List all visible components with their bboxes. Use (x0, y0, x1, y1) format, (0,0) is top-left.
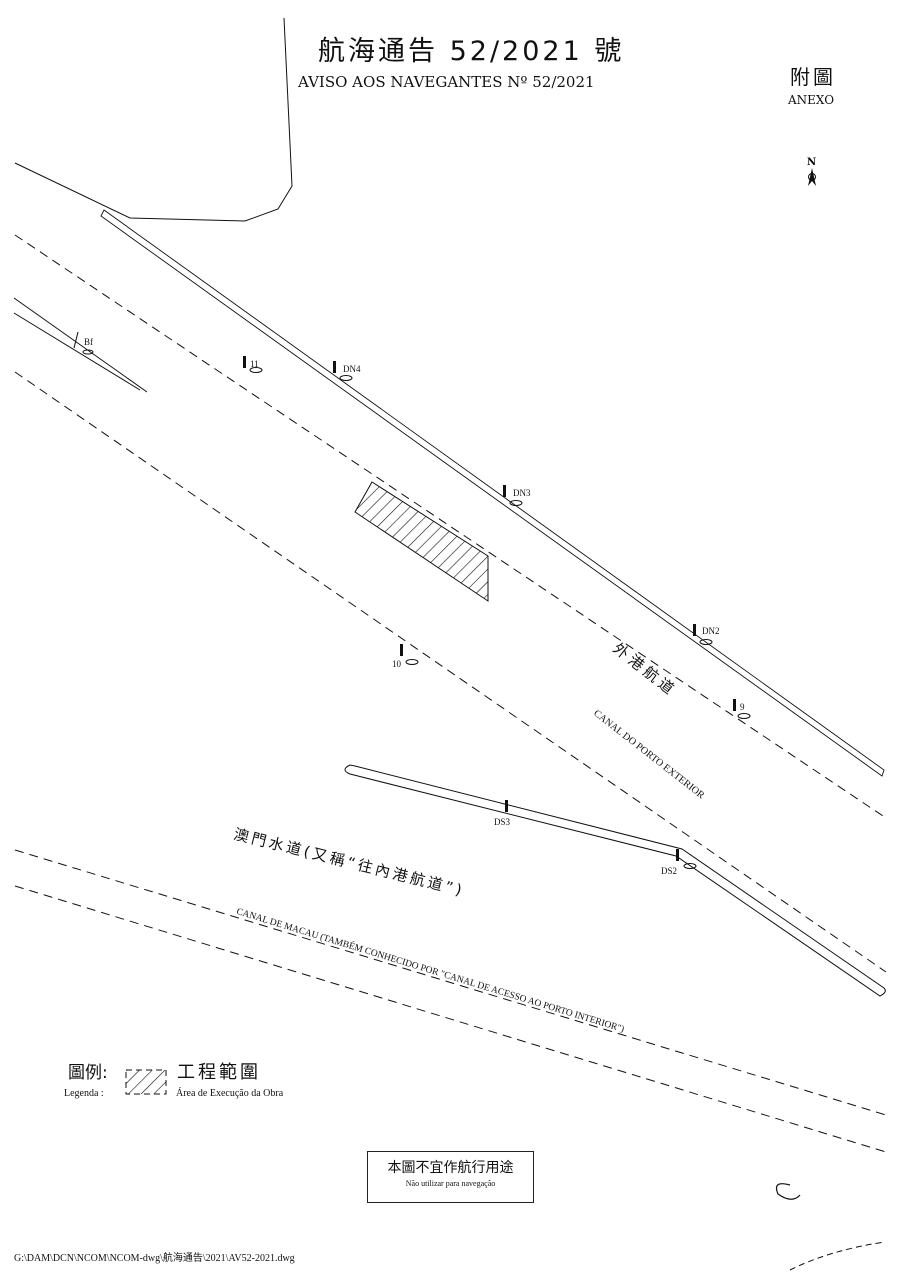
marker-label-dn2: DN2 (702, 626, 720, 636)
buoy-marker-ds3 (505, 800, 508, 812)
macau-channel-north (14, 849, 887, 1116)
channel-boundary-south (14, 371, 887, 973)
disclaimer-chinese: 本圖不宜作航行用途 (387, 1160, 514, 1176)
work-area (354, 481, 489, 602)
marker-label-bf: Bf (84, 337, 93, 347)
legend-item-chinese: 工程範圍 (177, 1062, 261, 1083)
scribble-mark (775, 1183, 801, 1200)
macau-channel-south (14, 885, 887, 1153)
west-breakwater (13, 297, 148, 393)
legend-title-portuguese: Legenda : (64, 1088, 104, 1099)
buoy-marker-dn4 (333, 361, 353, 381)
dashed-arc (789, 1241, 886, 1271)
marker-label-9: 9 (740, 702, 745, 712)
marker-label-ds2: DS2 (661, 866, 677, 876)
svg-text:N: N (807, 157, 816, 168)
buoy-marker-bf (73, 331, 94, 355)
buoy-marker-dn2 (693, 624, 713, 645)
north-breakwater (100, 209, 885, 777)
buoy-marker-ds2 (676, 849, 697, 869)
legend-swatch (125, 1069, 167, 1095)
south-breakwater (344, 764, 886, 997)
marker-label-dn3: DN3 (513, 488, 531, 498)
channel-boundary-north (14, 234, 887, 819)
marker-label-10: 10 (392, 659, 402, 669)
buoy-marker-9 (733, 699, 751, 719)
legend-title-chinese: 圖例: (68, 1063, 108, 1083)
legend-item-portuguese: Área de Execução da Obra (176, 1088, 284, 1099)
marker-label-ds3: DS3 (494, 817, 511, 827)
marker-label-dn4: DN4 (343, 364, 361, 374)
north-arrow-icon: N (807, 157, 816, 186)
marker-label-11: 11 (250, 359, 259, 369)
coastline (14, 17, 293, 222)
annex-label-portuguese: ANEXO (788, 93, 835, 107)
annex-label-chinese: 附圖 (790, 65, 836, 89)
buoy-marker-10 (400, 644, 419, 665)
disclaimer-portuguese: Não utilizar para navegação (405, 1179, 496, 1189)
title-portuguese: AVISO AOS NAVEGANTES Nº 52/2021 (298, 73, 595, 91)
file-path: G:\DAM\DCN\NCOM\NCOM-dwg\航海通告\2021\AV52-… (14, 1253, 295, 1264)
title-chinese: 航海通告 52/2021 號 (318, 36, 625, 67)
disclaimer-box: 本圖不宜作航行用途 Não utilizar para navegação (367, 1151, 534, 1203)
buoy-marker-dn3 (503, 485, 523, 506)
buoy-marker-11 (243, 356, 263, 373)
